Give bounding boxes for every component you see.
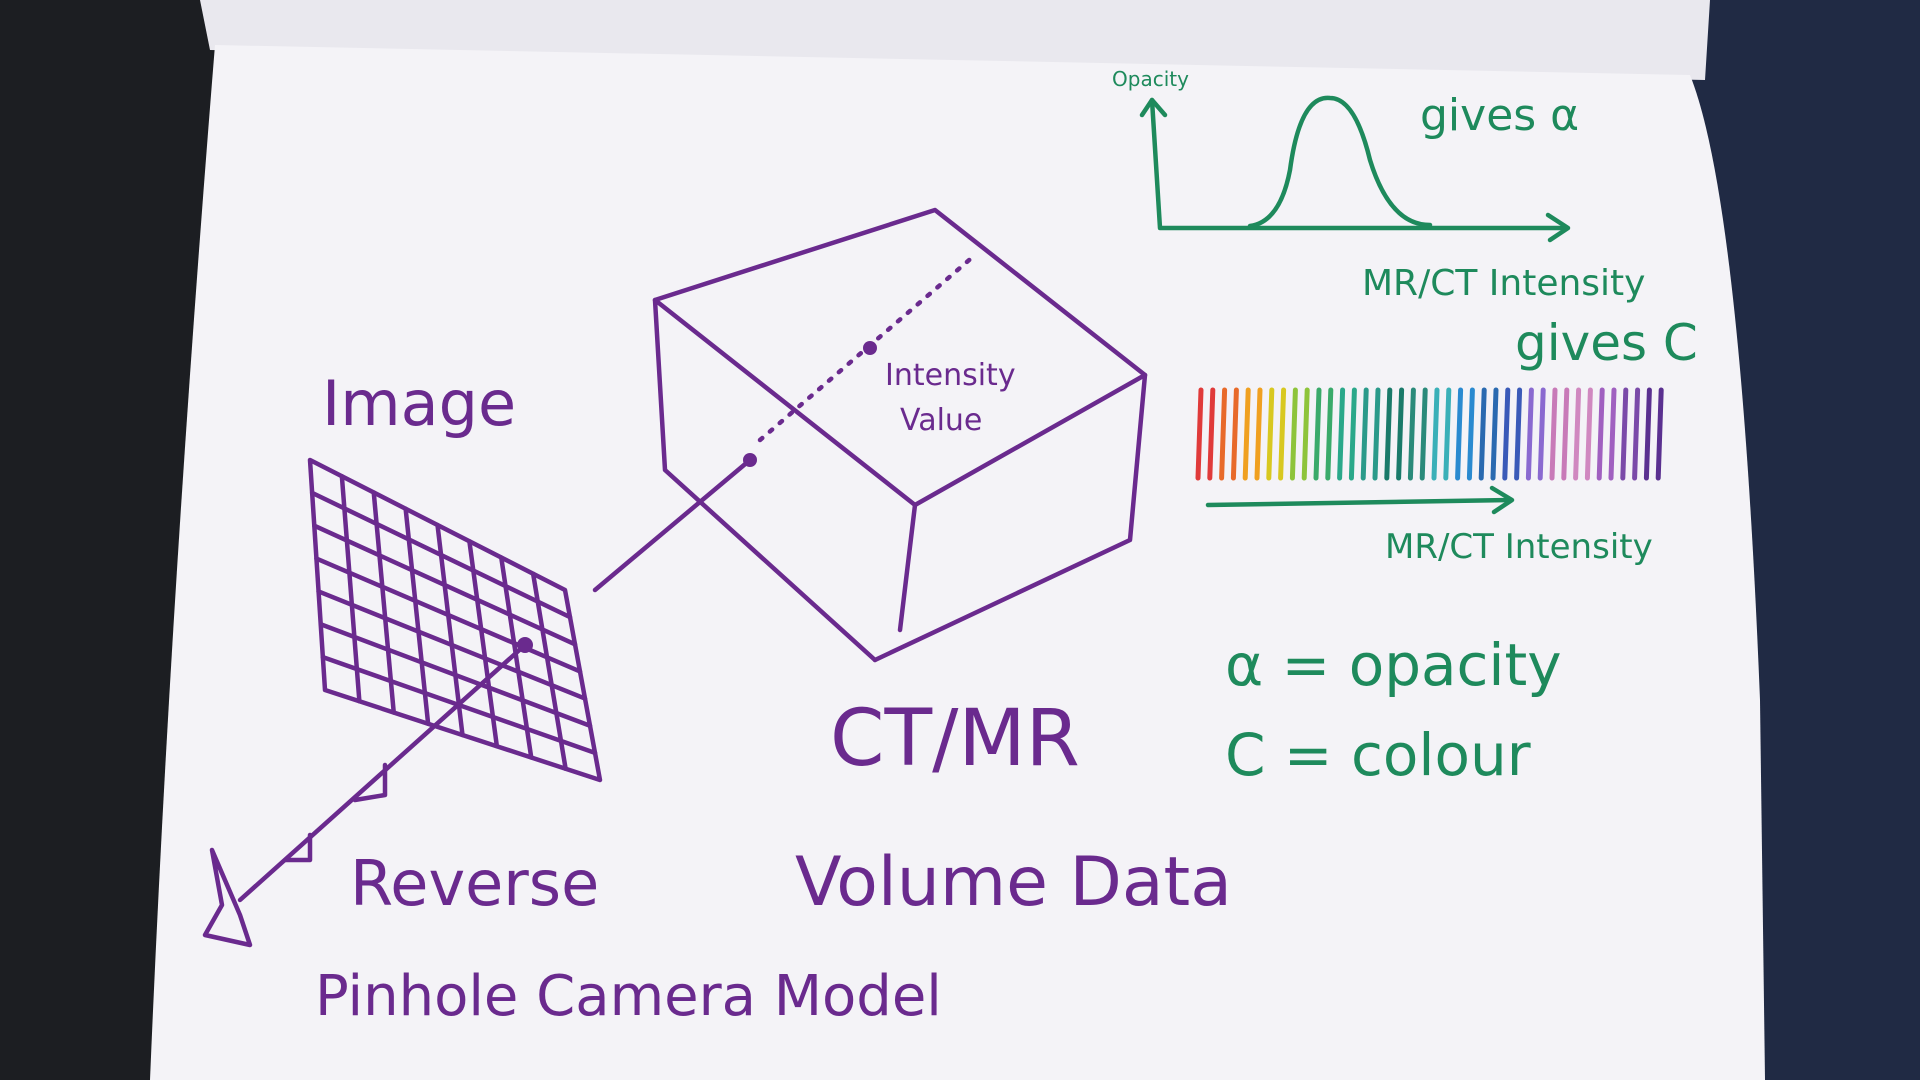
spectrum-stroke — [1207, 387, 1216, 481]
spectrum-stroke — [1407, 387, 1416, 481]
spectrum-stroke — [1490, 387, 1499, 481]
spectrum-stroke — [1254, 387, 1263, 481]
spectrum-stroke — [1384, 387, 1393, 481]
spectrum-stroke — [1502, 387, 1511, 481]
grid-line-vertical — [467, 539, 500, 749]
spectrum-stroke — [1266, 387, 1275, 481]
grid-line-horizontal — [312, 523, 578, 647]
spectrum-stroke — [1219, 387, 1228, 481]
spectrum-stroke — [1313, 387, 1322, 481]
grid-line-horizontal — [314, 556, 583, 674]
spectrum-stroke — [1455, 387, 1464, 481]
spectrum-stroke — [1478, 387, 1487, 481]
spectrum-stroke — [1337, 387, 1346, 481]
intensity-axis-label-1: MR/CT Intensity — [1362, 263, 1645, 304]
intensity-label: Intensity — [885, 358, 1016, 393]
opacity-transfer-function — [1139, 95, 1571, 243]
spectrum-stroke — [1620, 387, 1629, 481]
spectrum-stroke — [1514, 387, 1523, 481]
ray-into-volume — [592, 252, 978, 593]
spectrum-stroke — [1643, 387, 1652, 481]
colour-spectrum-bar — [1195, 387, 1664, 481]
opacity-axis-label: Opacity — [1112, 67, 1189, 91]
spectrum-stroke — [1632, 387, 1641, 481]
value-label: Value — [900, 403, 982, 438]
spectrum-stroke — [1608, 387, 1617, 481]
image-label: Image — [322, 367, 516, 440]
spectrum-stroke — [1443, 387, 1452, 481]
spectrum-stroke — [1360, 387, 1369, 481]
pinhole-label: Pinhole Camera Model — [315, 964, 942, 1029]
spectrum-stroke — [1537, 387, 1546, 481]
spectrum-stroke — [1278, 387, 1287, 481]
spectrum-stroke — [1596, 387, 1605, 481]
intensity-axis-label-2: MR/CT Intensity — [1385, 527, 1653, 567]
grid-line-horizontal — [318, 622, 593, 728]
grid-line-vertical — [371, 490, 396, 715]
volume-cube — [652, 207, 1148, 663]
spectrum-stroke — [1419, 387, 1428, 481]
spectrum-stroke — [1242, 387, 1251, 481]
spectrum-stroke — [1431, 387, 1440, 481]
colour-definition: C = colour — [1225, 721, 1531, 789]
grid-line-horizontal — [309, 490, 573, 620]
spectrum-stroke — [1573, 387, 1582, 481]
back-page — [200, 0, 1710, 80]
spectrum-stroke — [1372, 387, 1381, 481]
spectrum-stroke — [1230, 387, 1239, 481]
grid-line-vertical — [339, 474, 362, 704]
spectrum-stroke — [1584, 387, 1593, 481]
camera-ray — [237, 637, 533, 903]
spectrum-stroke — [1655, 387, 1664, 481]
notebook-page — [150, 45, 1765, 1080]
colour-axis-arrow — [1205, 485, 1515, 515]
camera-eye-icon — [202, 847, 253, 948]
grid-line-vertical — [530, 571, 568, 771]
spectrum-stroke — [1348, 387, 1357, 481]
spectrum-stroke — [1289, 387, 1298, 481]
spectrum-stroke — [1396, 387, 1405, 481]
gives-alpha-label: gives α — [1420, 90, 1579, 141]
ct-mr-label: CT/MR — [830, 694, 1080, 784]
image-plane-grid — [307, 457, 603, 783]
spectrum-stroke — [1561, 387, 1570, 481]
spectrum-stroke — [1466, 387, 1475, 481]
reverse-label: Reverse — [350, 847, 599, 920]
grid-line-vertical — [499, 555, 534, 760]
spectrum-stroke — [1325, 387, 1334, 481]
alpha-definition: α = opacity — [1225, 631, 1562, 699]
spectrum-stroke — [1195, 387, 1204, 481]
spectrum-stroke — [1525, 387, 1534, 481]
grid-line-vertical — [403, 506, 431, 726]
volume-data-label: Volume Data — [795, 843, 1232, 922]
gives-c-label: gives C — [1515, 314, 1698, 372]
spectrum-stroke — [1301, 387, 1310, 481]
grid-line-vertical — [435, 522, 465, 738]
grid-line-horizontal — [316, 589, 588, 701]
spectrum-stroke — [1549, 387, 1558, 481]
